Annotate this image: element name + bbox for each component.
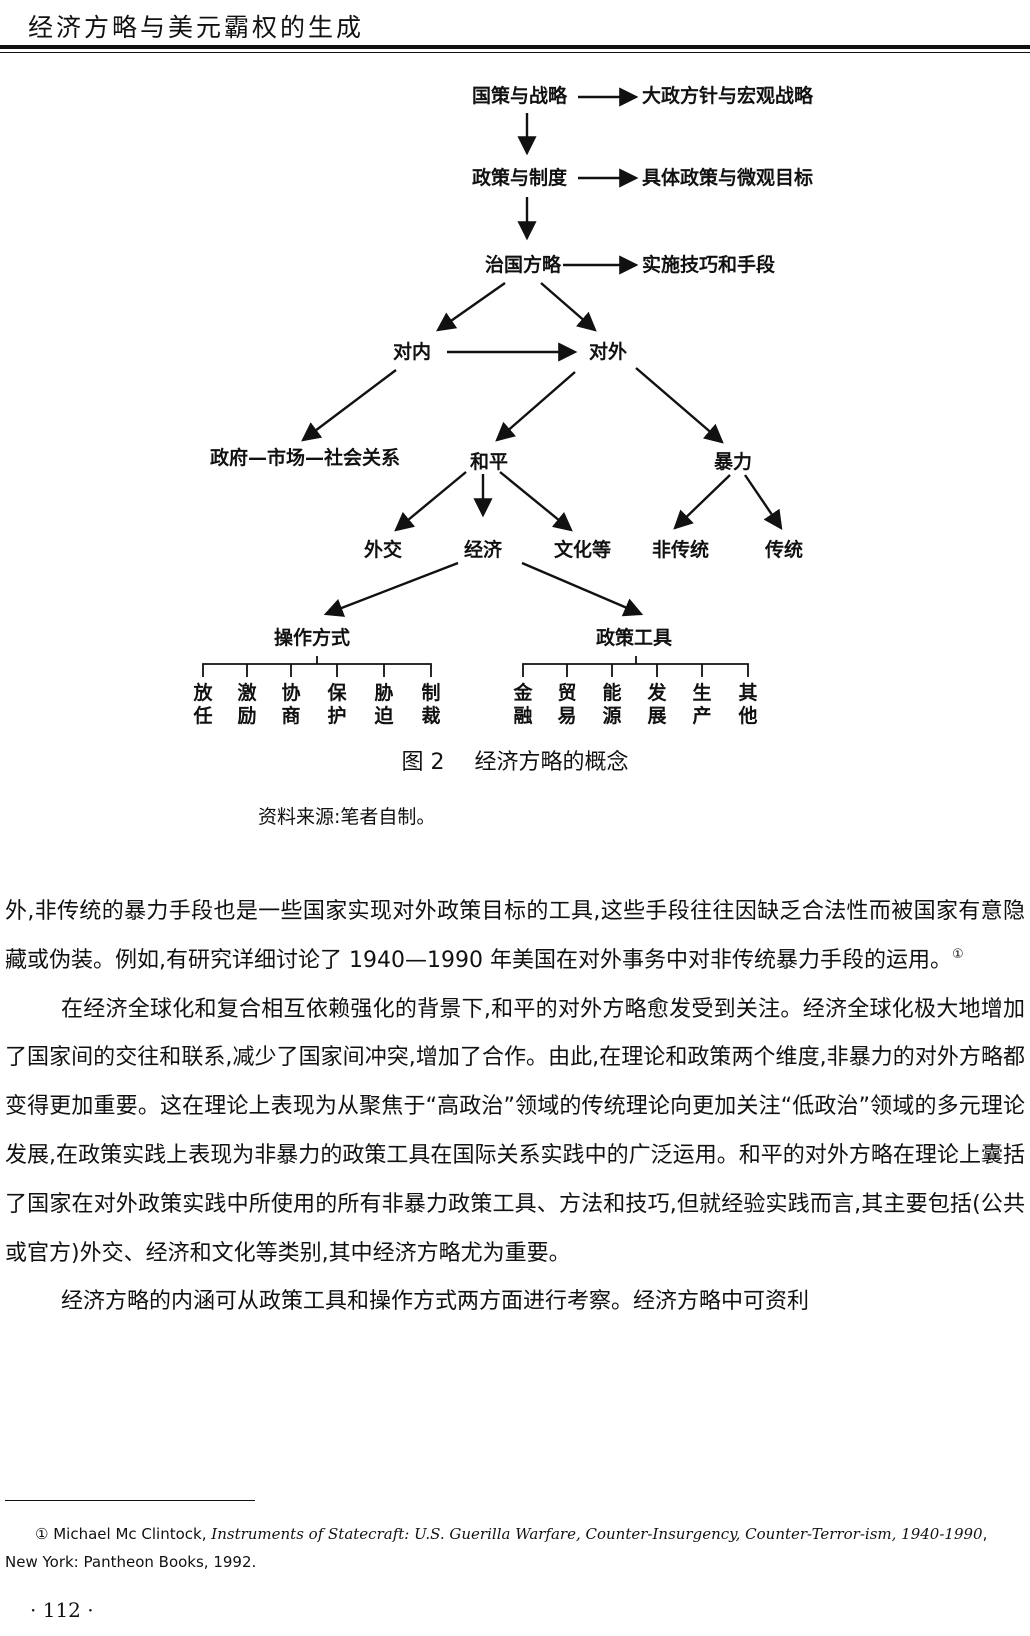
- mode-char: 励: [237, 705, 257, 727]
- mode-char: 护: [327, 705, 347, 727]
- tool-char: 发: [647, 682, 667, 704]
- node-diplomacy: 外交: [364, 539, 403, 561]
- concept-diagram-arrows: [202, 87, 783, 677]
- bracket-operation: [202, 656, 432, 677]
- figure-title: 经济方略的概念: [474, 750, 629, 775]
- paragraph-3: 经济方略的内涵可从政策工具和操作方式两方面进行考察。经济方略中可资利: [61, 1289, 810, 1315]
- body-text: 外,非传统的暴力手段也是一些国家实现对外政策目标的工具,这些手段往往因缺乏合法性…: [5, 888, 1025, 1327]
- mode-char: 任: [193, 705, 213, 727]
- page-number: · 112 ·: [30, 1598, 94, 1622]
- tool-char: 源: [602, 705, 622, 727]
- mode-char: 放: [193, 682, 213, 704]
- node-policy-institution: 政策与制度: [472, 167, 568, 189]
- mode-char: 保: [327, 682, 347, 704]
- footnote-rule: [5, 1500, 255, 1501]
- node-domestic: 对内: [393, 341, 432, 363]
- footnote-author: Michael Mc Clintock,: [53, 1525, 207, 1543]
- arrow-to-diplomacy: [394, 471, 467, 532]
- node-micro-objectives: 具体政策与微观目标: [642, 167, 814, 189]
- node-macro-strategy: 大政方针与宏观战略: [642, 85, 814, 107]
- mode-char: 裁: [421, 705, 441, 727]
- tool-char: 贸: [557, 682, 577, 704]
- arrow-to-domestic: [436, 282, 506, 332]
- arrow-to-operation: [323, 561, 459, 617]
- header-rule-thin: [0, 52, 1030, 53]
- arrow-to-foreign: [540, 282, 597, 332]
- figure-source: 资料来源:笔者自制。: [258, 806, 436, 828]
- footnote-title: Instruments of Statecraft: U.S. Guerilla…: [211, 1525, 983, 1543]
- arrow-to-peace: [495, 371, 576, 442]
- arrow-to-traditional: [744, 474, 783, 530]
- tool-char: 融: [513, 705, 533, 727]
- figure-caption: 图 2 经济方略的概念: [0, 744, 1030, 776]
- node-nontraditional: 非传统: [652, 539, 710, 561]
- node-policy-tools: 政策工具: [596, 627, 673, 649]
- mode-char: 激: [237, 682, 257, 704]
- footnote-publisher: , New York: Pantheon Books, 1992.: [5, 1525, 988, 1571]
- node-operation-modes: 操作方式: [274, 627, 351, 649]
- mode-char: 迫: [374, 705, 394, 727]
- paragraph-1-text: 外,非传统的暴力手段也是一些国家实现对外政策目标的工具,这些手段往往因缺乏合法性…: [5, 899, 1025, 973]
- tool-char: 易: [557, 705, 577, 727]
- arrow-to-nontraditional: [673, 474, 731, 530]
- tool-char: 生: [692, 682, 712, 704]
- tool-char: 能: [602, 682, 622, 704]
- node-gov-market-society: 政府—市场—社会关系: [210, 447, 401, 469]
- tool-char: 金: [513, 682, 533, 704]
- footnote-marker: ①: [35, 1525, 49, 1543]
- tool-char: 产: [692, 705, 712, 727]
- arrow-to-gov: [301, 369, 397, 442]
- mode-char: 协: [281, 682, 301, 704]
- node-violence: 暴力: [714, 451, 753, 473]
- footnote-ref[interactable]: ①: [951, 946, 964, 962]
- running-head: 经济方略与美元霸权的生成: [28, 13, 365, 42]
- header-rule: [0, 45, 1030, 49]
- node-economy: 经济: [464, 539, 503, 561]
- mode-char: 胁: [374, 682, 394, 704]
- arrow-to-violence: [635, 367, 724, 444]
- tool-char: 他: [738, 705, 758, 727]
- paragraph-1: 外,非传统的暴力手段也是一些国家实现对外政策目标的工具,这些手段往往因缺乏合法性…: [5, 888, 1025, 986]
- mode-char: 制: [421, 682, 441, 704]
- node-traditional: 传统: [765, 539, 804, 561]
- node-techniques: 实施技巧和手段: [642, 254, 776, 276]
- node-culture: 文化等: [554, 539, 612, 561]
- tool-char: 展: [647, 705, 667, 727]
- tool-char: 其: [738, 682, 758, 704]
- footnote: ① Michael Mc Clintock, Instruments of St…: [5, 1520, 1020, 1576]
- paragraph-2: 在经济全球化和复合相互依赖强化的背景下,和平的对外方略愈发受到关注。经济全球化极…: [5, 996, 1025, 1266]
- arrow-to-culture: [499, 471, 573, 532]
- node-statecraft: 治国方略: [485, 254, 562, 276]
- arrow-to-tools: [521, 561, 644, 617]
- figure-number: 图 2: [401, 750, 445, 775]
- node-foreign: 对外: [589, 341, 628, 363]
- node-national-strategy: 国策与战略: [472, 85, 568, 107]
- mode-char: 商: [281, 705, 301, 727]
- bracket-tools: [522, 656, 749, 677]
- node-peace: 和平: [470, 451, 509, 473]
